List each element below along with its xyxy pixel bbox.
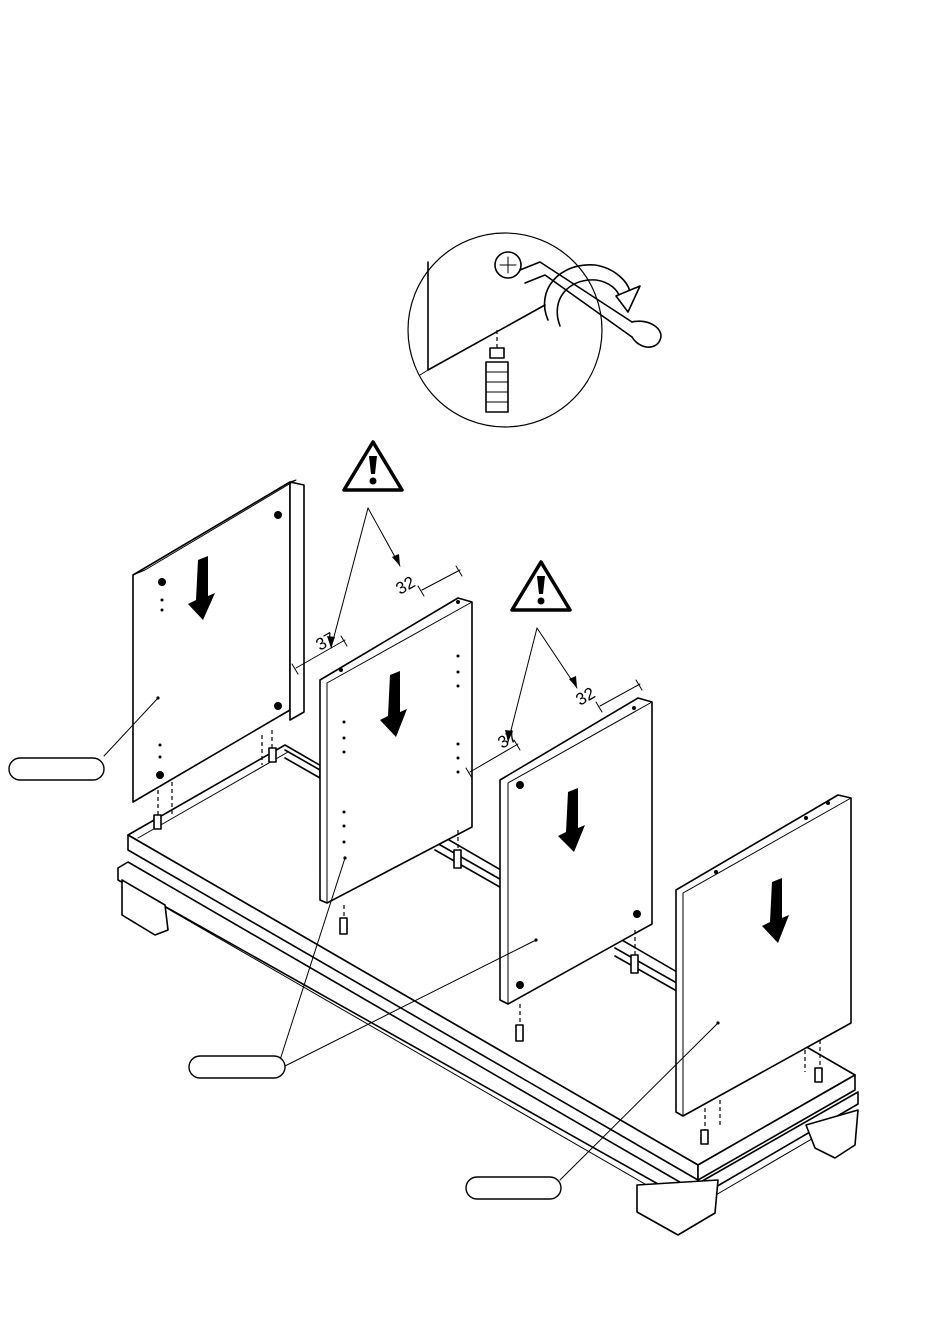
dimension-37-left: 37 [313,629,339,655]
dimension-37-right: 37 [495,727,521,753]
screw-head-closeup [495,252,521,278]
warning-triangle-icon [344,442,402,490]
warning-group-right [505,562,577,742]
warning-group-left [327,442,402,648]
warning-triangle-icon [512,562,570,610]
foot-front [637,1180,718,1235]
detail-magnifier [408,233,661,427]
dimension-32-left: 32 [393,573,419,599]
